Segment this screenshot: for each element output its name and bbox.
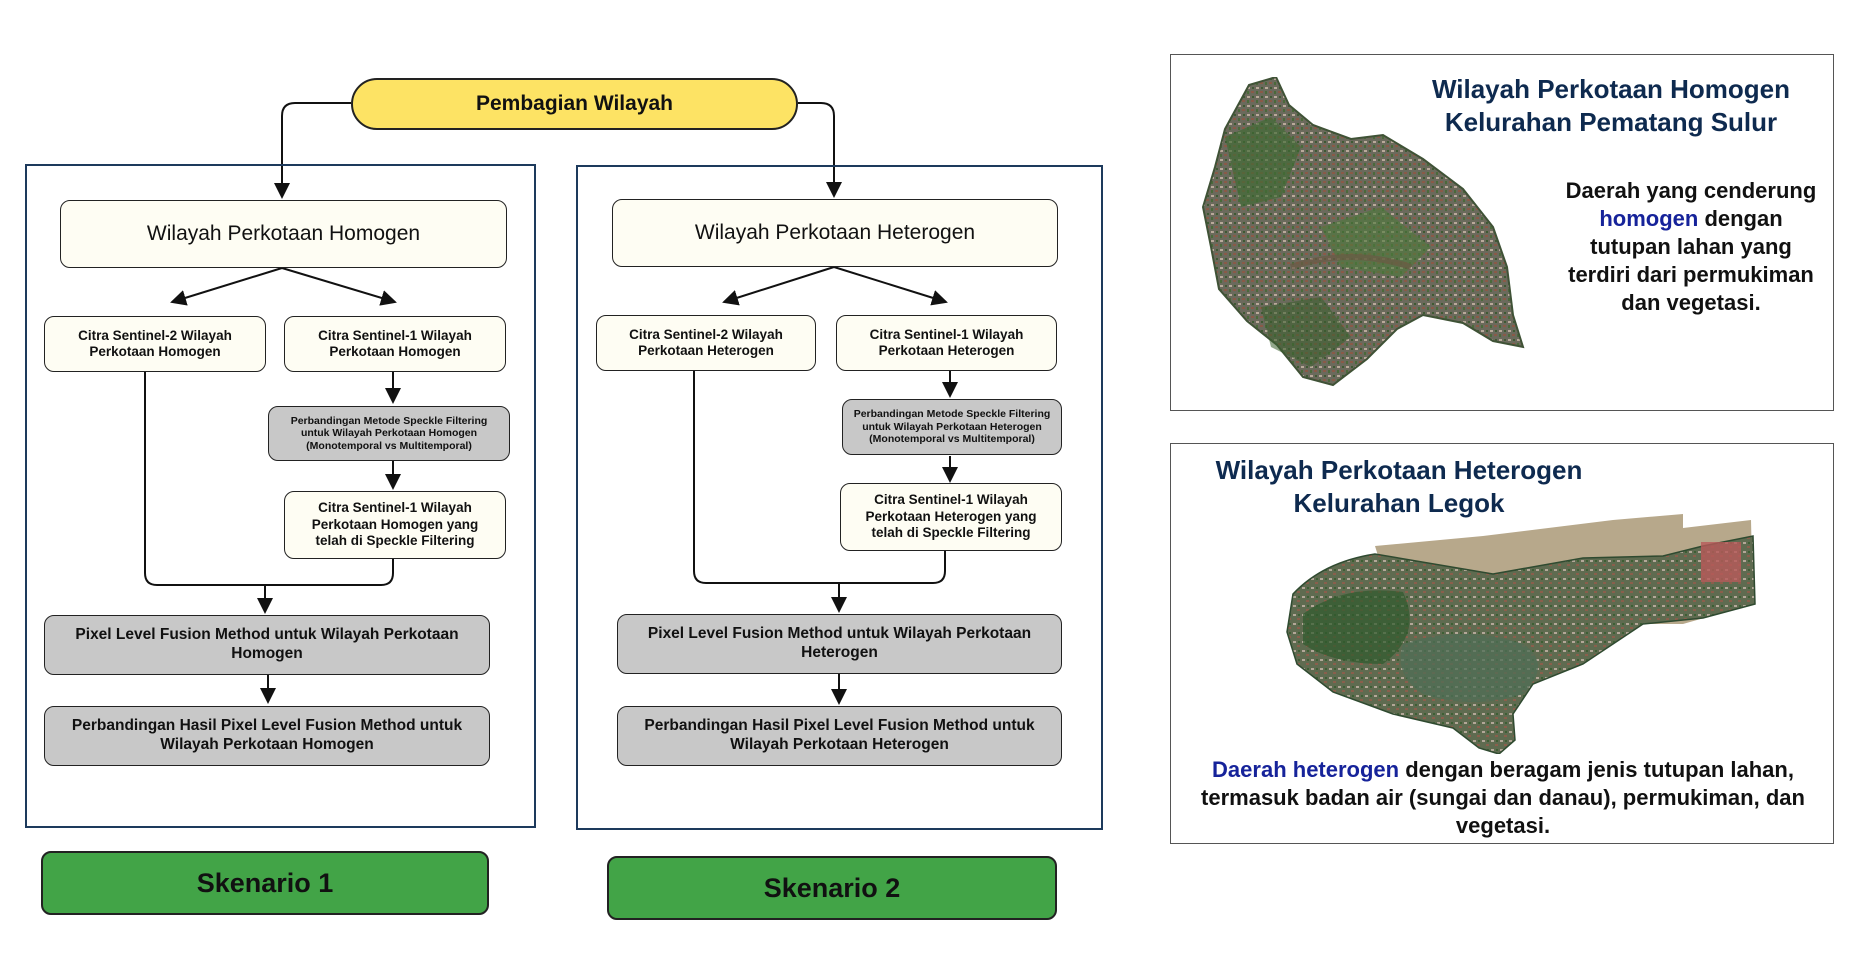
scenario1-speckle-label: Perbandingan Metode Speckle Filtering un… xyxy=(290,414,488,452)
root-label: Pembagian Wilayah xyxy=(475,92,674,115)
heterogen-panel-description: Daerah heterogen dengan beragam jenis tu… xyxy=(1191,756,1815,840)
heterogen-panel: Wilayah Perkotaan Heterogen Kelurahan Le… xyxy=(1170,443,1834,844)
scenario1-sentinel2-label: Citra Sentinel-2 Wilayah Perkotaan Homog… xyxy=(78,327,232,359)
scenario1-sentinel1-label: Citra Sentinel-1 Wilayah Perkotaan Homog… xyxy=(318,327,472,359)
scenario1-filtered-node: Citra Sentinel-1 Wilayah Perkotaan Homog… xyxy=(284,491,506,559)
heterogen-panel-title: Wilayah Perkotaan Heterogen Kelurahan Le… xyxy=(1189,454,1609,519)
heterogen-title-line2: Kelurahan Legok xyxy=(1293,487,1505,518)
scenario1-frame xyxy=(25,164,536,828)
scenario2-filtered-label: Citra Sentinel-1 Wilayah Perkotaan Heter… xyxy=(865,492,1037,541)
heterogen-satellite-map xyxy=(1286,514,1756,754)
scenario1-speckle-node: Perbandingan Metode Speckle Filtering un… xyxy=(268,406,510,461)
homogen-panel: Wilayah Perkotaan Homogen Kelurahan Pema… xyxy=(1170,54,1834,411)
scenario1-sentinel1-node: Citra Sentinel-1 Wilayah Perkotaan Homog… xyxy=(284,316,506,372)
scenario1-main-node: Wilayah Perkotaan Homogen xyxy=(60,200,507,268)
scenario1-filtered-label: Citra Sentinel-1 Wilayah Perkotaan Homog… xyxy=(311,500,479,549)
heterogen-desc-part2: dengan beragam jenis tutupan lahan, term… xyxy=(1201,757,1805,838)
scenario2-label: Skenario 2 xyxy=(763,872,901,903)
homogen-satellite-map xyxy=(1201,77,1525,387)
scenario1-main-label: Wilayah Perkotaan Homogen xyxy=(146,222,421,246)
homogen-desc-part1: Daerah yang cenderung xyxy=(1565,178,1817,203)
scenario1-sentinel2-node: Citra Sentinel-2 Wilayah Perkotaan Homog… xyxy=(44,316,266,372)
scenario2-speckle-label: Perbandingan Metode Speckle Filtering un… xyxy=(853,408,1051,446)
homogen-panel-title: Wilayah Perkotaan Homogen Kelurahan Pema… xyxy=(1401,73,1821,138)
scenario2-sentinel2-label: Citra Sentinel-2 Wilayah Perkotaan Heter… xyxy=(629,326,783,358)
scenario2-frame xyxy=(576,165,1103,830)
scenario2-label-box: Skenario 2 xyxy=(607,856,1057,920)
homogen-panel-description: Daerah yang cenderung homogen dengan tut… xyxy=(1556,177,1826,317)
scenario2-fusion-node: Pixel Level Fusion Method untuk Wilayah … xyxy=(617,614,1062,674)
scenario1-compare-label: Perbandingan Hasil Pixel Level Fusion Me… xyxy=(71,717,463,753)
scenario2-main-label: Wilayah Perkotaan Heterogen xyxy=(694,221,976,245)
scenario1-fusion-node: Pixel Level Fusion Method untuk Wilayah … xyxy=(44,615,490,675)
scenario2-sentinel1-node: Citra Sentinel-1 Wilayah Perkotaan Heter… xyxy=(836,315,1057,371)
scenario2-speckle-node: Perbandingan Metode Speckle Filtering un… xyxy=(842,399,1062,455)
scenario2-sentinel1-label: Citra Sentinel-1 Wilayah Perkotaan Heter… xyxy=(869,326,1024,358)
heterogen-title-line1: Wilayah Perkotaan Heterogen xyxy=(1215,455,1583,485)
scenario1-label: Skenario 1 xyxy=(196,867,334,898)
scenario2-sentinel2-node: Citra Sentinel-2 Wilayah Perkotaan Heter… xyxy=(596,315,816,371)
heterogen-desc-highlight: Daerah heterogen xyxy=(1212,757,1400,782)
scenario2-compare-label: Perbandingan Hasil Pixel Level Fusion Me… xyxy=(644,717,1035,753)
scenario1-compare-node: Perbandingan Hasil Pixel Level Fusion Me… xyxy=(44,706,490,766)
root-node: Pembagian Wilayah xyxy=(351,78,798,130)
homogen-desc-highlight: homogen xyxy=(1599,205,1699,231)
scenario2-fusion-label: Pixel Level Fusion Method untuk Wilayah … xyxy=(647,625,1032,661)
homogen-title-line2: Kelurahan Pematang Sulur xyxy=(1444,106,1778,137)
homogen-title-line1: Wilayah Perkotaan Homogen xyxy=(1431,74,1791,104)
homogen-desc-part2: dengan tutupan lahan yang terdiri dari p… xyxy=(1568,205,1814,315)
scenario2-filtered-node: Citra Sentinel-1 Wilayah Perkotaan Heter… xyxy=(840,483,1062,551)
scenario1-label-box: Skenario 1 xyxy=(41,851,489,915)
scenario2-compare-node: Perbandingan Hasil Pixel Level Fusion Me… xyxy=(617,706,1062,766)
scenario1-fusion-label: Pixel Level Fusion Method untuk Wilayah … xyxy=(75,626,459,662)
scenario2-main-node: Wilayah Perkotaan Heterogen xyxy=(612,199,1058,267)
